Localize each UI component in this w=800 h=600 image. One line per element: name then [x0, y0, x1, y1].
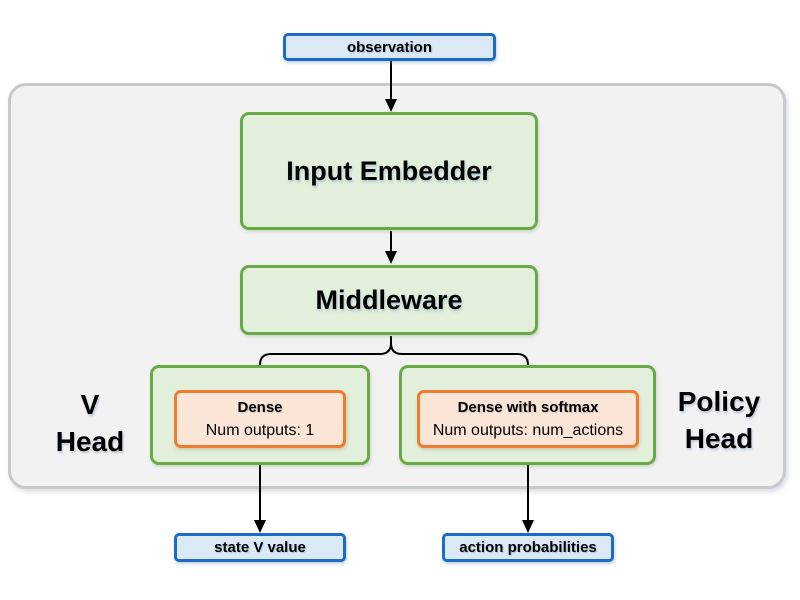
v-head-dense-node: Dense Num outputs: 1: [174, 390, 346, 448]
policy-head-label: Policy Head: [660, 383, 778, 457]
arrowhead-action-probabilities: [522, 520, 534, 533]
state-v-value-node: state V value: [174, 533, 346, 562]
action-probabilities-node: action probabilities: [442, 533, 614, 562]
arrowhead-state-v-value: [254, 520, 266, 533]
observation-label: observation: [346, 38, 433, 56]
state-v-value-label: state V value: [214, 539, 306, 556]
middleware-label: Middleware: [315, 284, 463, 315]
policy-head-label-line1: Policy: [677, 386, 761, 417]
v-head-label-line2: Head: [55, 426, 125, 457]
v-head-dense-title: Dense: [237, 399, 283, 416]
v-head-label: V Head: [35, 386, 145, 460]
input-embedder-node: Input Embedder: [240, 112, 538, 230]
policy-head-label-line2: Head: [684, 423, 754, 454]
policy-head-dense-title: Dense with softmax: [457, 399, 599, 416]
input-embedder-label: Input Embedder: [286, 155, 492, 186]
v-head-label-line1: V: [80, 389, 100, 420]
policy-head-dense-subtitle: Num outputs: num_actions: [432, 422, 624, 439]
v-head-dense-subtitle: Num outputs: 1: [205, 422, 315, 439]
observation-node: observation: [283, 33, 496, 61]
policy-head-dense-node: Dense with softmax Num outputs: num_acti…: [417, 390, 639, 448]
middleware-node: Middleware: [240, 265, 538, 335]
action-probabilities-label: action probabilities: [459, 539, 597, 556]
